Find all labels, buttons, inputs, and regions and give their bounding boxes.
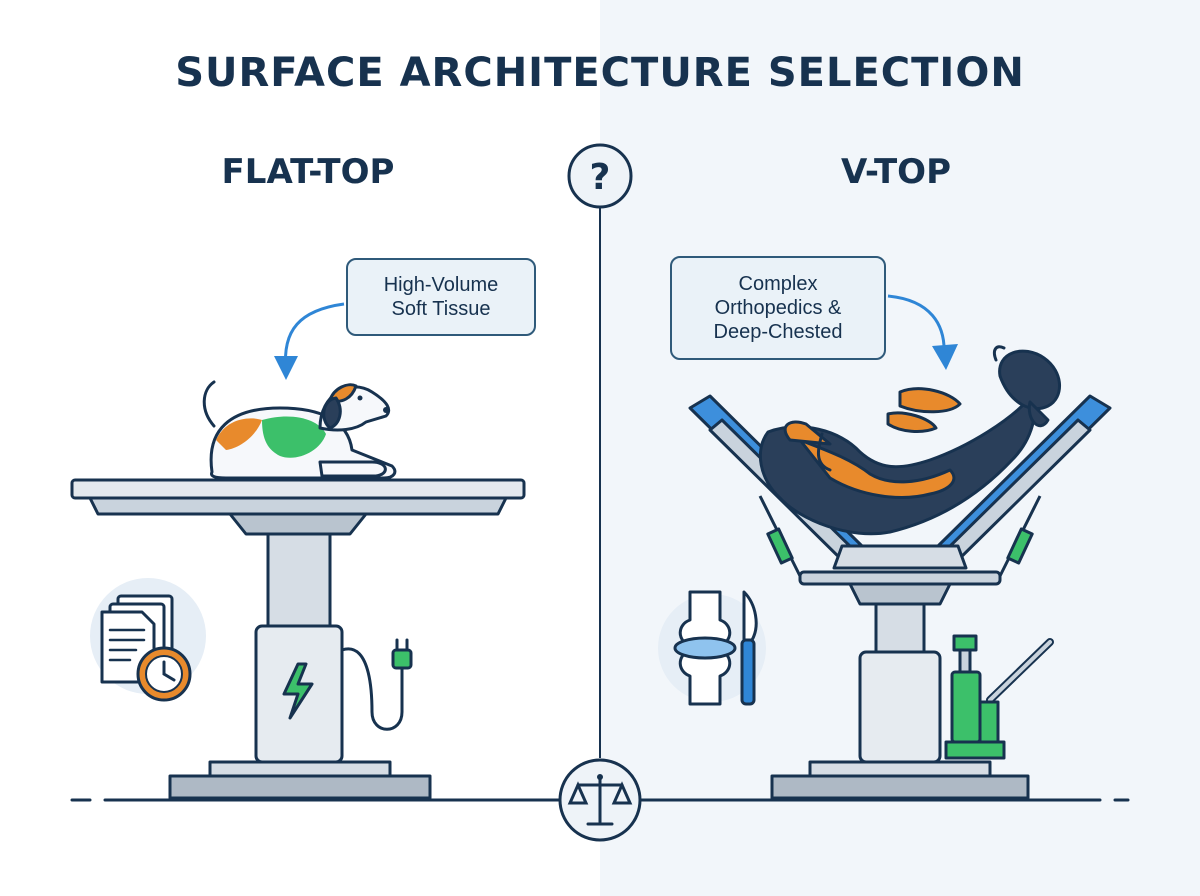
page-title: SURFACE ARCHITECTURE SELECTION	[175, 50, 1025, 96]
v-top-arrow	[887, 294, 958, 370]
v-top-heading: V-TOP	[841, 152, 951, 192]
beagle-dog	[202, 380, 397, 480]
document-clock-icon	[90, 578, 206, 702]
v-top-callout: Complex Orthopedics & Deep-Chested	[670, 256, 886, 360]
flat-top-callout: High-Volume Soft Tissue	[346, 258, 536, 336]
dachshund-dog	[758, 345, 1061, 536]
callout-line: Deep-Chested	[713, 321, 843, 343]
question-icon: ?	[567, 143, 633, 209]
flat-top-table	[70, 478, 526, 800]
callout-line: Orthopedics &	[714, 297, 842, 319]
callout-line: High-Volume	[383, 274, 499, 296]
flat-top-arrow	[274, 302, 345, 380]
scale-icon	[558, 758, 642, 842]
v-top-table	[688, 394, 1112, 800]
power-cord-icon	[340, 638, 413, 731]
flat-top-heading: FLAT-TOP	[221, 152, 395, 192]
question-glyph: ?	[590, 157, 611, 198]
bone-scalpel-icon	[658, 590, 766, 706]
callout-line: Complex	[738, 273, 818, 295]
hydraulic-pump-icon	[944, 634, 1054, 760]
callout-line: Soft Tissue	[391, 298, 491, 320]
